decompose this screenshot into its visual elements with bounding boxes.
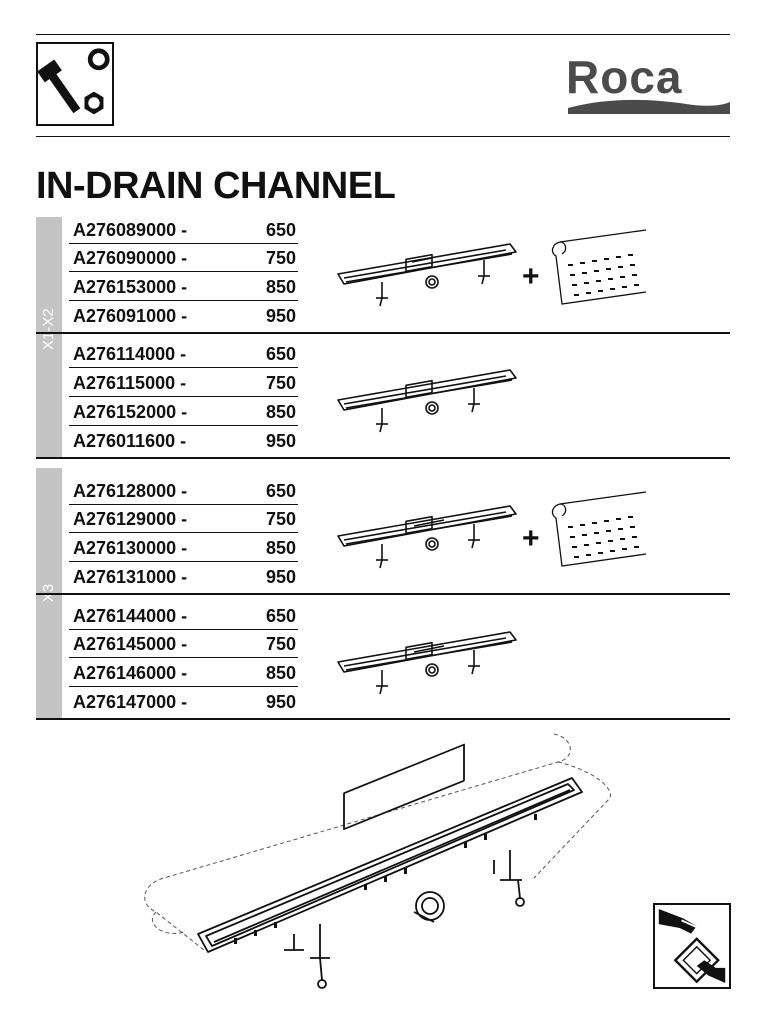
top-rule xyxy=(36,34,730,35)
product-size: 850 xyxy=(265,277,296,297)
plus-sign: + xyxy=(522,522,540,555)
product-row: A276153000 - 850 xyxy=(62,272,298,301)
product-row: A276115000 - 750 xyxy=(62,368,298,397)
product-code: A276011600 - xyxy=(73,431,187,451)
drain-channel-drawing xyxy=(337,505,517,569)
product-size: 850 xyxy=(265,402,296,422)
brand-logo-wave xyxy=(568,99,730,114)
product-size: 750 xyxy=(265,248,296,268)
handle-with-care-icon xyxy=(653,903,731,989)
product-size: 650 xyxy=(265,606,296,626)
product-row: A276128000 - 650 xyxy=(62,476,298,505)
section-divider xyxy=(36,457,730,459)
product-size: 750 xyxy=(265,634,296,654)
product-code: A276144000 - xyxy=(73,606,188,626)
drain-channel-drawing xyxy=(337,369,517,433)
header-rule xyxy=(36,136,730,137)
product-size: 750 xyxy=(265,509,296,529)
brand-logo-text: Roca xyxy=(566,51,683,103)
product-row: A276089000 - 650 xyxy=(62,215,298,244)
tools-icon xyxy=(36,42,114,126)
product-size: 850 xyxy=(265,663,296,683)
product-code: A276146000 - xyxy=(73,663,188,683)
product-code: A276091000 - xyxy=(73,306,188,326)
product-code: A276152000 - xyxy=(73,402,188,422)
product-row: A276011600 - 950 xyxy=(62,426,298,455)
membrane-sheet-drawing xyxy=(551,229,647,305)
product-code: A276128000 - xyxy=(73,481,188,501)
product-row: A276130000 - 850 xyxy=(62,533,298,562)
membrane-sheet-drawing xyxy=(551,491,647,567)
brand-logo: Roca xyxy=(566,54,732,118)
product-size: 750 xyxy=(265,373,296,393)
product-size: 650 xyxy=(265,220,296,240)
product-code: A276089000 - xyxy=(73,220,188,240)
drain-channel-drawing xyxy=(337,243,517,307)
product-row: A276146000 - 850 xyxy=(62,658,298,687)
product-row: A276144000 - 650 xyxy=(62,601,298,630)
product-code: A276090000 - xyxy=(73,248,188,268)
product-row: A276129000 - 750 xyxy=(62,504,298,533)
page-title: IN-DRAIN CHANNEL xyxy=(36,165,396,207)
assembly-illustration xyxy=(144,733,611,989)
section-divider xyxy=(36,332,730,334)
product-row: A276147000 - 950 xyxy=(62,687,298,716)
product-code: A276145000 - xyxy=(73,634,188,654)
section-divider xyxy=(36,593,730,595)
product-row: A276152000 - 850 xyxy=(62,397,298,426)
product-size: 950 xyxy=(265,567,296,587)
product-code: A276147000 - xyxy=(73,692,188,712)
product-code: A276129000 - xyxy=(73,509,188,529)
product-code: A276130000 - xyxy=(73,538,188,558)
drain-channel-drawing xyxy=(337,631,517,695)
product-row: A276145000 - 750 xyxy=(62,629,298,658)
section-divider xyxy=(36,718,730,720)
product-code: A276153000 - xyxy=(73,277,188,297)
product-size: 850 xyxy=(265,538,296,558)
product-code: A276114000 - xyxy=(73,344,187,364)
product-size: 950 xyxy=(265,431,296,451)
product-code: A276115000 - xyxy=(73,373,187,393)
product-row: A276131000 - 950 xyxy=(62,562,298,591)
product-size: 950 xyxy=(265,692,296,712)
product-size: 650 xyxy=(265,481,296,501)
product-row: A276090000 - 750 xyxy=(62,243,298,272)
product-row: A276091000 - 950 xyxy=(62,301,298,330)
product-row: A276114000 - 650 xyxy=(62,339,298,368)
product-size: 650 xyxy=(265,344,296,364)
group-tab-x1-x2: X1-X2 xyxy=(36,217,62,457)
plus-sign: + xyxy=(522,260,540,293)
group-label: X1-X2 xyxy=(40,308,57,350)
product-code: A276131000 - xyxy=(73,567,188,587)
product-size: 950 xyxy=(265,306,296,326)
